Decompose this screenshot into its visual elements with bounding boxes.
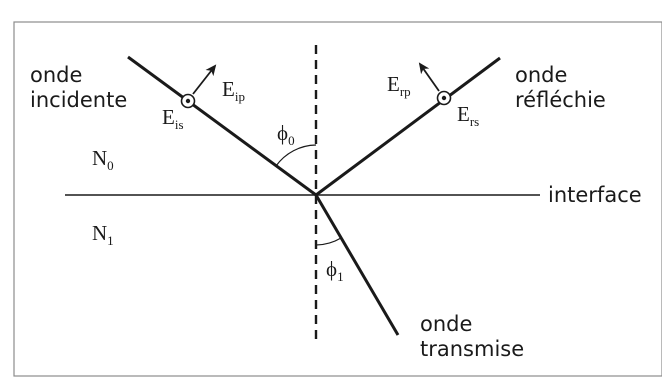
incident-wave-label-line2: incidente [30,88,127,112]
incident-p-field-label: Eip [222,77,245,104]
incident-s-field-label: Eis [162,105,184,132]
reflected-s-polarization-icon [436,90,452,106]
incident-wave-label-line1: onde [30,63,82,87]
figure-frame [13,21,662,377]
incident-s-polarization-icon [180,93,196,109]
refraction-angle-arc [315,237,342,246]
reflected-wave-label-line2: réfléchie [515,88,606,112]
incident-p-arrow-icon [192,64,217,95]
transmitted-wave-label-line2: transmise [420,337,524,361]
incidence-angle-arc [275,144,317,167]
reflected-p-arrow-icon [418,62,440,92]
refraction-angle-label: ϕ1 [326,257,344,284]
reflected-ray [315,56,501,197]
interface-label: interface [548,183,642,207]
reflected-p-field-label: Erp [387,72,411,99]
medium-top-label: N0 [92,146,114,173]
medium-bottom-label: N1 [92,221,114,248]
transmitted-wave-label-line1: onde [420,312,472,336]
reflected-wave-label-line1: onde [515,63,567,87]
incidence-angle-label: ϕ0 [277,121,295,148]
reflected-s-field-label: Ers [457,102,479,129]
transmitted-ray [314,194,400,336]
incident-ray [127,55,317,197]
